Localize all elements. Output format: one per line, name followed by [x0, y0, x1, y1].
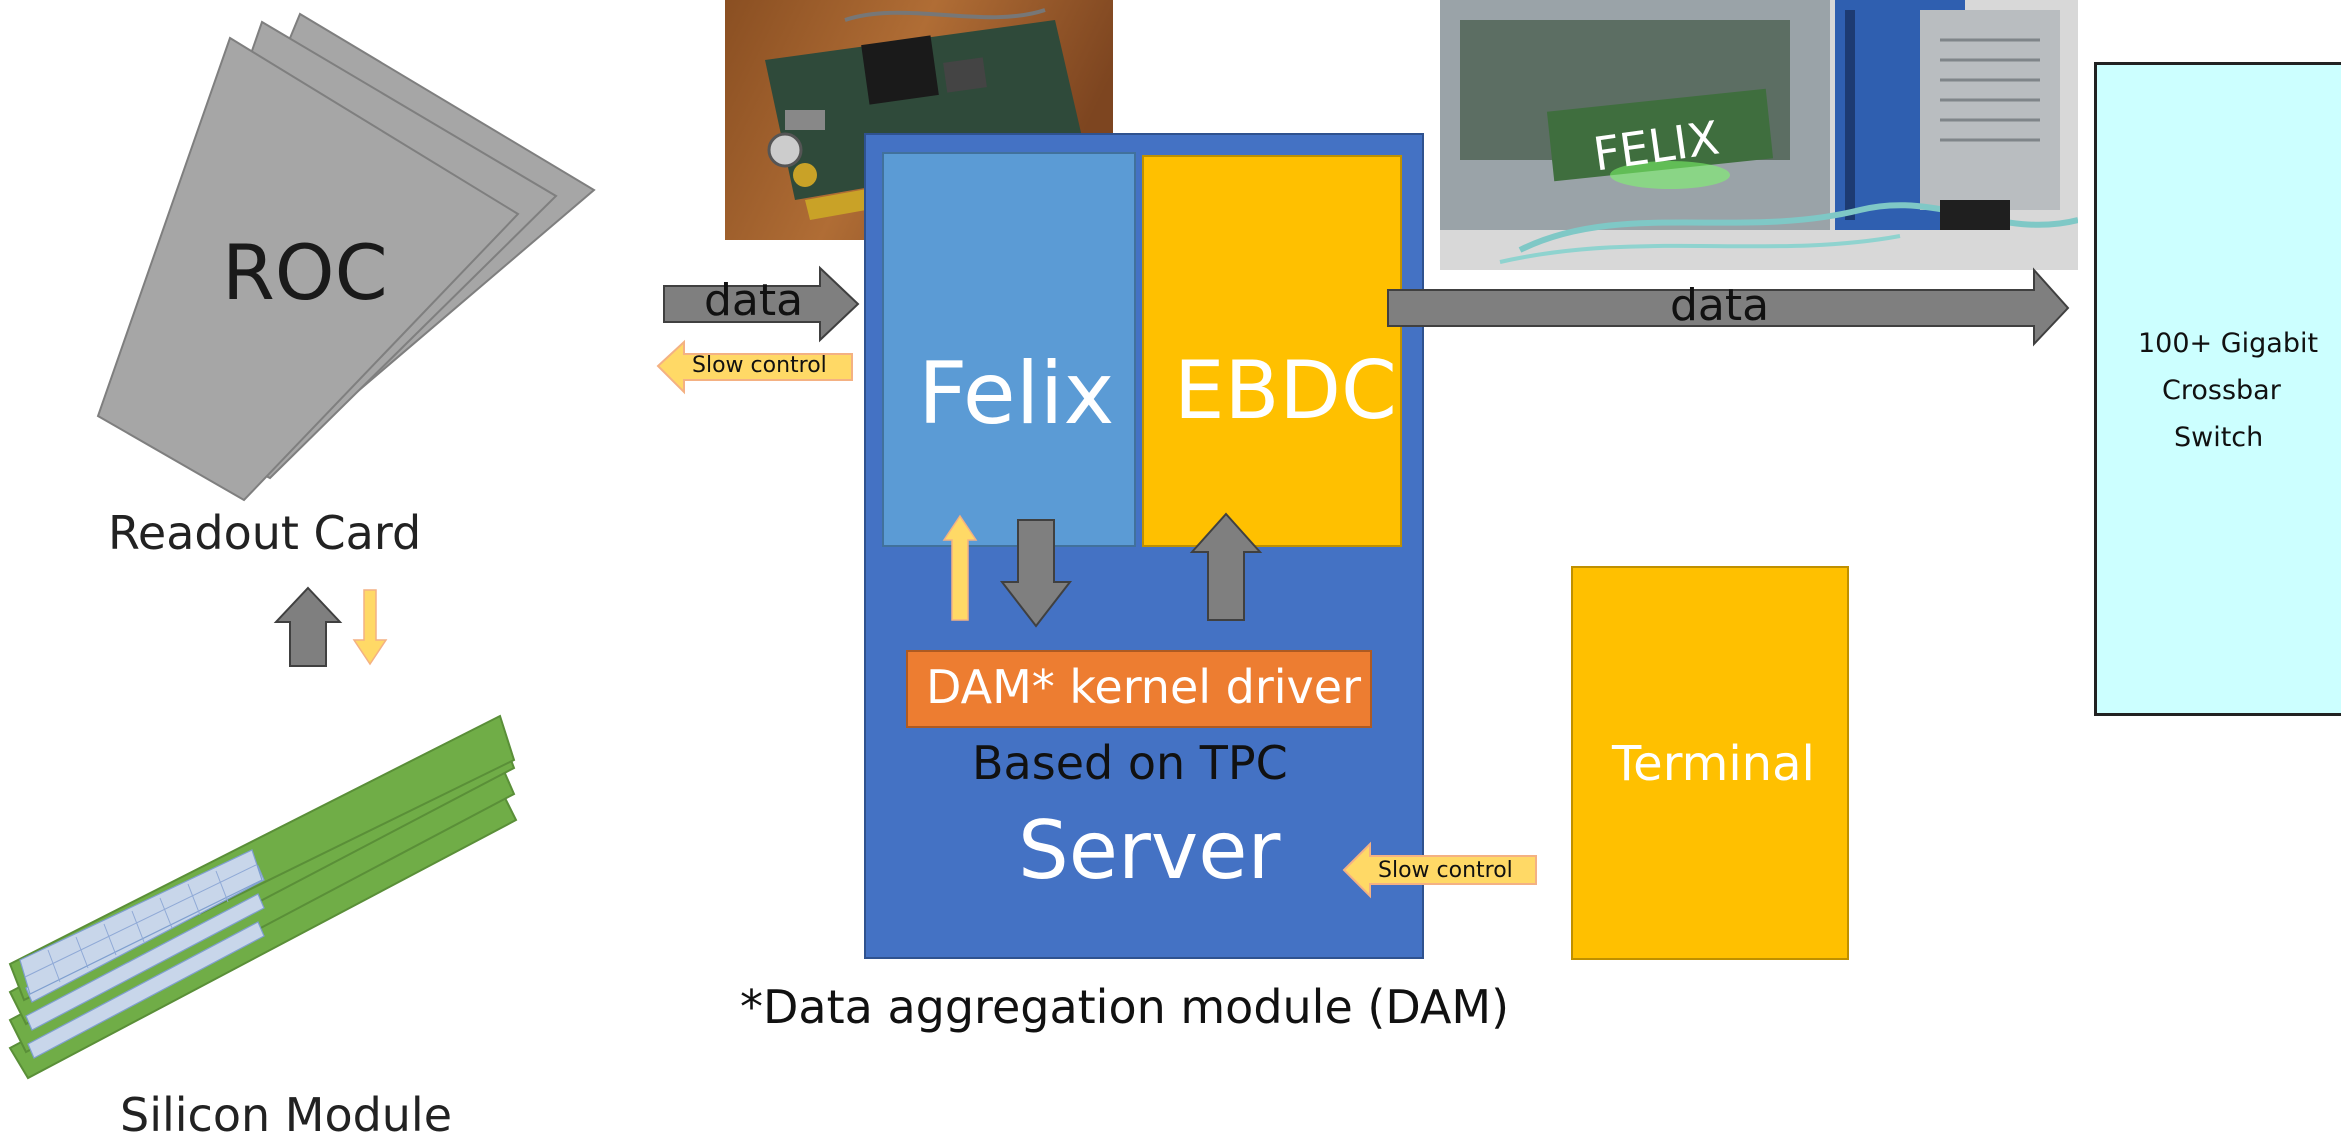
dam-footnote: *Data aggregation module (DAM)	[740, 980, 1510, 1034]
terminal-label: Terminal	[1612, 736, 1815, 792]
felix-down-gray-arrow	[999, 519, 1073, 628]
readout-card-front	[96, 36, 520, 502]
switch-label-line2: Crossbar	[2162, 375, 2281, 406]
slow-control-in-label: Slow control	[692, 353, 827, 378]
server-label: Server	[1018, 804, 1281, 897]
silicon-module-caption: Silicon Module	[120, 1088, 453, 1142]
roc-label: ROC	[222, 228, 388, 317]
ebdc-label: EBDC	[1174, 344, 1397, 437]
data-out-arrow	[1387, 267, 2070, 347]
data-in-label: data	[704, 275, 804, 326]
felix-box	[882, 152, 1136, 547]
data-out-label: data	[1670, 280, 1770, 331]
felix-card-photo-art	[725, 0, 1113, 240]
slow-control-terminal-arrow	[1342, 841, 1537, 899]
slow-control-terminal-label: Slow control	[1378, 858, 1513, 883]
crossbar-switch-box	[2094, 62, 2341, 716]
dam-driver-label: DAM* kernel driver	[926, 660, 1361, 714]
felix-server-photo	[1440, 0, 2078, 270]
up-arrow-gray	[273, 586, 343, 667]
slow-control-in-arrow	[656, 339, 853, 395]
ebdc-box	[1142, 155, 1402, 547]
felix-server-photo-art	[1440, 0, 2078, 270]
switch-label-line3: Switch	[2174, 422, 2264, 453]
based-on-tpc-label: Based on TPC	[972, 736, 1288, 790]
felix-label: Felix	[918, 344, 1115, 444]
readout-card-caption: Readout Card	[108, 506, 422, 560]
dam-driver-box	[906, 650, 1372, 728]
sensor-grids	[19, 849, 265, 1059]
down-arrow-yellow	[352, 589, 388, 666]
sensor-grid-lines	[24, 864, 257, 983]
ebdc-up-gray-arrow	[1189, 512, 1263, 621]
data-in-arrow	[663, 265, 860, 343]
felix-card-photo	[725, 0, 1113, 240]
felix-up-yellow-arrow	[942, 514, 978, 621]
terminal-box	[1571, 566, 1849, 960]
switch-label-line1: 100+ Gigabit	[2138, 328, 2319, 359]
